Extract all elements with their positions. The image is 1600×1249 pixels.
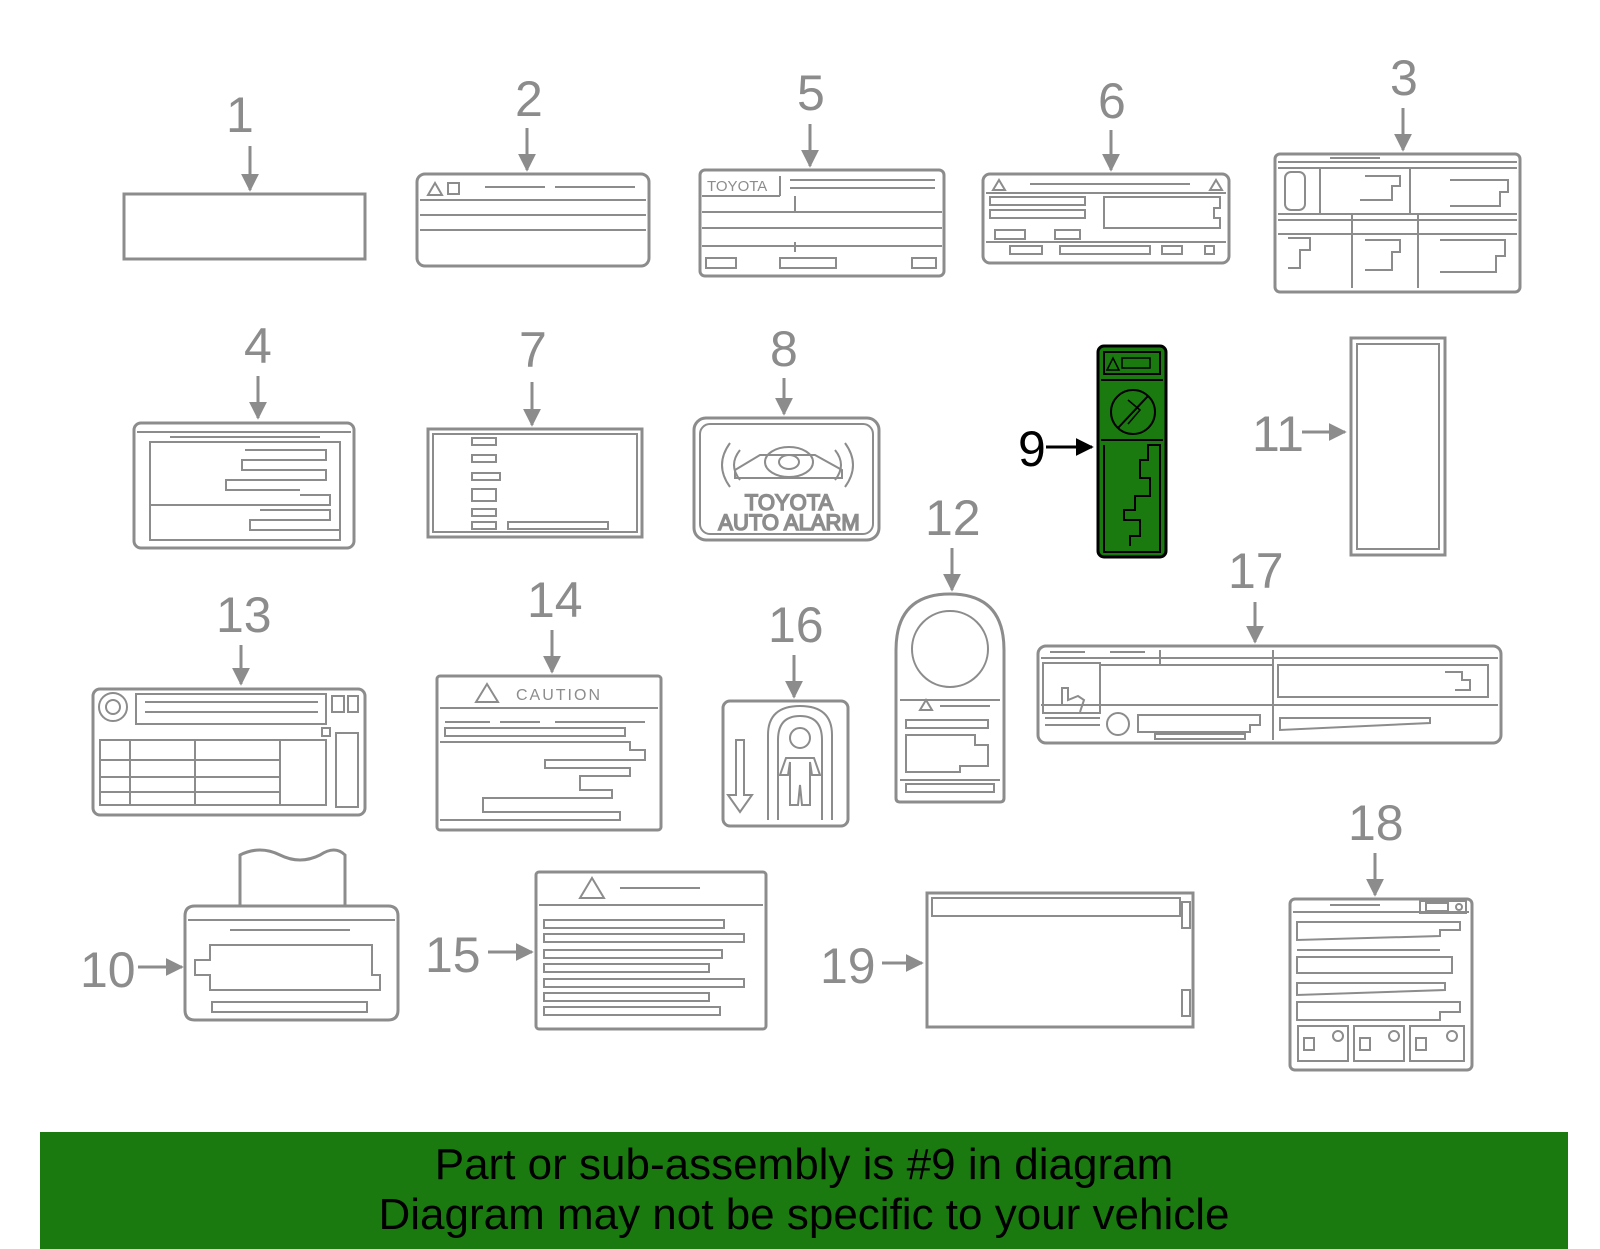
callout-8: 8 xyxy=(770,321,798,377)
part-19[interactable]: 19 xyxy=(820,891,1195,1029)
part-11[interactable]: 11 xyxy=(1252,336,1447,557)
callout-10: 10 xyxy=(80,942,136,998)
callout-3: 3 xyxy=(1390,50,1418,106)
toyota-text: TOYOTA xyxy=(707,178,767,195)
part-15[interactable]: 15 xyxy=(425,870,768,1031)
callout-14: 14 xyxy=(527,572,583,628)
callout-9: 9 xyxy=(1018,421,1046,477)
part-4[interactable]: 4 xyxy=(132,318,356,550)
banner-line-2: Diagram may not be specific to your vehi… xyxy=(378,1190,1230,1239)
part-6[interactable]: 6 xyxy=(981,73,1231,265)
callout-16: 16 xyxy=(768,597,824,653)
part-7[interactable]: 7 xyxy=(426,322,644,539)
part-2[interactable]: 2 xyxy=(415,71,651,268)
part-14[interactable]: 14 CAUTION xyxy=(435,572,663,832)
callout-12: 12 xyxy=(925,490,981,546)
callout-6: 6 xyxy=(1098,73,1126,129)
part-13[interactable]: 13 xyxy=(91,587,367,817)
part-10[interactable]: 10 xyxy=(80,848,400,1022)
callout-19: 19 xyxy=(820,938,876,994)
part-12[interactable]: 12 xyxy=(894,490,1006,804)
info-banner: Part or sub-assembly is #9 in diagram Di… xyxy=(40,1132,1568,1249)
alarm-title-text: TOYOTA xyxy=(745,490,834,515)
part-16[interactable]: 16 xyxy=(721,597,850,828)
part-5[interactable]: 5 TOYOTA xyxy=(698,65,946,278)
part-1[interactable]: 1 xyxy=(122,87,367,261)
part-17[interactable]: 17 xyxy=(1036,543,1503,745)
callout-5: 5 xyxy=(797,65,825,121)
part-8[interactable]: 8 TOYOTA AUTO ALARM xyxy=(692,321,881,542)
callout-18: 18 xyxy=(1348,795,1404,851)
callout-17: 17 xyxy=(1228,543,1284,599)
caution-text: CAUTION xyxy=(516,687,602,704)
callout-15: 15 xyxy=(425,927,481,983)
callout-7: 7 xyxy=(519,322,547,378)
callout-13: 13 xyxy=(216,587,272,643)
callout-4: 4 xyxy=(244,318,272,374)
alarm-subtitle-text: AUTO ALARM xyxy=(718,510,859,535)
part-18[interactable]: 18 xyxy=(1288,795,1474,1072)
part-9-highlighted[interactable]: 9 xyxy=(1018,344,1168,559)
callout-11: 11 xyxy=(1252,406,1304,462)
callout-2: 2 xyxy=(515,71,543,127)
callout-1: 1 xyxy=(226,87,254,143)
banner-line-1: Part or sub-assembly is #9 in diagram xyxy=(434,1140,1174,1189)
part-3[interactable]: 3 xyxy=(1273,50,1522,294)
